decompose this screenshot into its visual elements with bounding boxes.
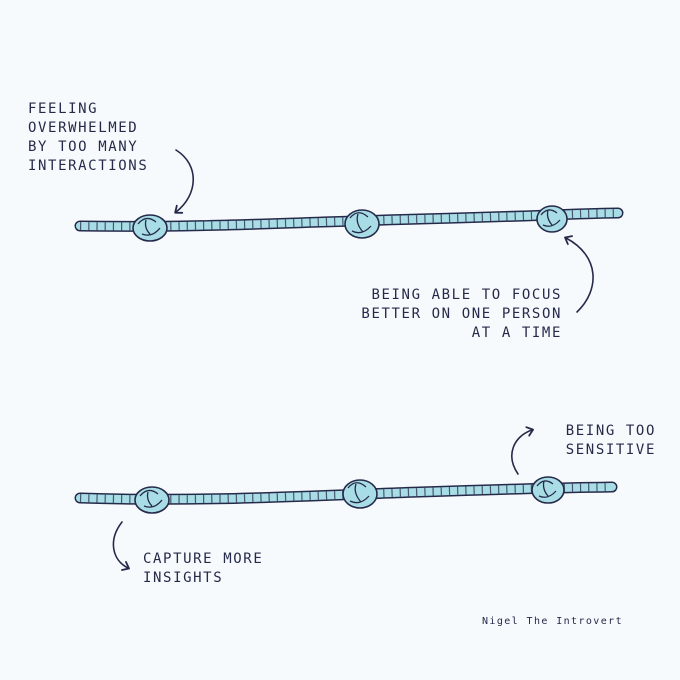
annotation-line: BY TOO MANY xyxy=(28,139,139,155)
annotation-line: CAPTURE MORE xyxy=(143,551,264,567)
bottom-rope xyxy=(74,476,618,514)
arrow-insights xyxy=(112,521,130,571)
arrow-sensitive xyxy=(511,426,534,475)
annotation-line: INSIGHTS xyxy=(143,570,224,586)
arrow-focus xyxy=(564,235,594,313)
annotation-line: OVERWHELMED xyxy=(28,120,139,136)
bottom-rope-knot-2 xyxy=(342,479,378,509)
annotation-focus: BEING ABLE TO FOCUS BETTER ON ONE PERSON… xyxy=(361,286,562,343)
artist-signature: Nigel The Introvert xyxy=(482,616,623,627)
top-rope xyxy=(74,205,624,242)
annotation-line: SENSITIVE xyxy=(565,442,656,458)
top-rope-knot-2 xyxy=(344,209,380,239)
annotation-line: BEING ABLE TO FOCUS xyxy=(371,287,562,303)
arrow-overwhelmed xyxy=(174,149,195,214)
bottom-rope-knot-3 xyxy=(531,476,565,504)
annotation-line: FEELING xyxy=(28,101,99,117)
annotation-overwhelmed: FEELING OVERWHELMED BY TOO MANY INTERACT… xyxy=(28,100,148,176)
annotation-line: AT A TIME xyxy=(471,325,562,341)
annotation-line: BETTER ON ONE PERSON xyxy=(361,306,562,322)
bottom-rope-knot-1 xyxy=(134,486,170,514)
annotation-sensitive: BEING TOO SENSITIVE xyxy=(566,422,656,460)
top-rope-knot-3 xyxy=(536,205,568,233)
annotation-line: BEING TOO xyxy=(565,423,656,439)
annotation-insights: CAPTURE MORE INSIGHTS xyxy=(143,550,263,588)
top-rope-knot-1 xyxy=(132,214,168,242)
annotation-line: INTERACTIONS xyxy=(28,158,149,174)
